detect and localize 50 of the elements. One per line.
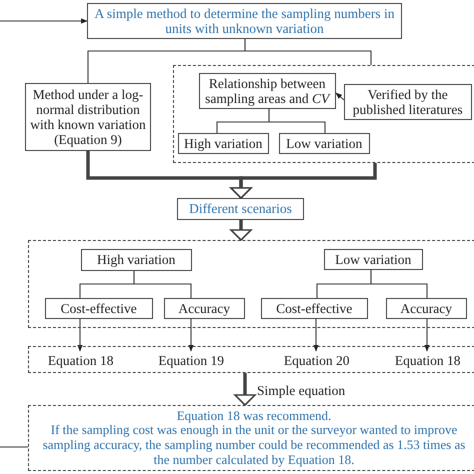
process-box (198, 72, 336, 109)
connector-line (268, 109, 326, 133)
dashed-group-box (28, 240, 474, 328)
dashed-group-box (173, 65, 474, 163)
box-text: Equation 18 was recommend. (176, 408, 332, 424)
box-text: A simple method to determine the sampling numbers in units with unknown variation (94, 6, 396, 36)
process-box (324, 248, 423, 270)
hollow-arrow (230, 163, 377, 199)
box-text: Accuracy (400, 300, 452, 316)
equation-text: Equation 19 (154, 350, 228, 370)
process-box (80, 248, 192, 271)
box-text: Accuracy (178, 300, 230, 316)
box-text: Cost-effective (60, 300, 137, 316)
box-text: High variation (184, 136, 262, 151)
arrow (77, 319, 83, 352)
box-text: Different scenarios (189, 201, 292, 217)
arrow (336, 92, 344, 100)
connector-line (133, 271, 192, 298)
process-box (177, 198, 304, 220)
process-box (386, 298, 467, 319)
connector-line (370, 270, 428, 298)
dashed-result-box (28, 405, 474, 471)
process-box (178, 132, 269, 154)
box-text: Relationship between sampling areas and CV (204, 76, 332, 106)
box-text: Low variation (335, 252, 412, 267)
hollow-arrow (230, 220, 252, 241)
arrow (424, 319, 430, 352)
box-text: If the sampling cost was enough in the unit or the surveyor wanted to improve sampling accuracy, the sampling number could be recommended as 1.53 times as the number calculated by Equation 18. (42, 423, 466, 468)
box-text: Verified by the published literatures (352, 86, 464, 117)
equation-text: Equation 18 (44, 350, 117, 370)
equation-text: Equation 20 (280, 350, 354, 370)
equation-text: Equation 18 (390, 350, 466, 370)
process-box (344, 84, 472, 120)
arrow (0, 18, 88, 24)
box-text: Method under a log-normal distribution with known variation (Equation 9) (29, 86, 147, 148)
process-box (260, 298, 368, 319)
process-box (44, 298, 153, 319)
arrow (188, 319, 194, 352)
box-text: Low variation (286, 136, 362, 151)
dashed-group-box (28, 346, 474, 373)
connector-line (0, 446, 28, 448)
process-box (278, 132, 370, 154)
box-text: Cost-effective (276, 300, 352, 316)
process-box (87, 3, 402, 39)
edge-label: Simple equation (257, 383, 346, 399)
hollow-arrow (234, 373, 256, 406)
process-box (164, 298, 245, 319)
box-text: High variation (97, 252, 176, 268)
arrow (313, 319, 319, 352)
connector-line (244, 39, 372, 65)
